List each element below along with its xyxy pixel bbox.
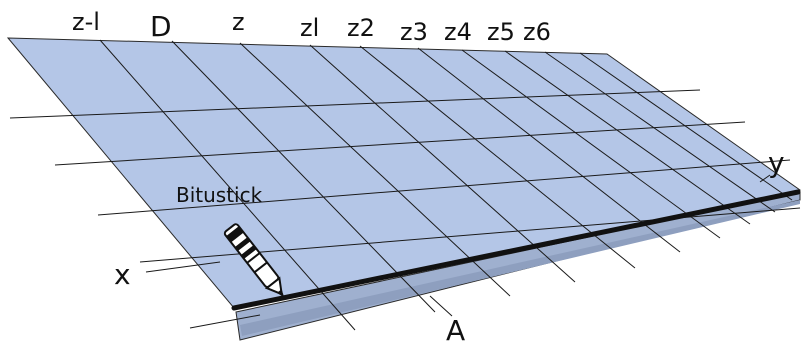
- grid-col-line: [544, 51, 776, 213]
- grid-col-line: [504, 50, 751, 225]
- y-leader-line: [759, 174, 771, 183]
- bitustick-icon: [223, 223, 285, 298]
- grid-col-line: [461, 49, 721, 239]
- grid-row-line: [9, 89, 701, 119]
- grid-row-line: [54, 121, 746, 166]
- col-label-z6: z6: [523, 18, 551, 46]
- grid-lines: [9, 39, 801, 331]
- a-leader-line: [429, 295, 453, 317]
- grid-col-line: [99, 39, 356, 331]
- col-label-z3: z3: [400, 18, 428, 46]
- x-leader-line: [145, 261, 221, 273]
- grid-col-line: [417, 47, 681, 253]
- bitumen-bead: [231, 189, 801, 311]
- tool-label: Bitustick: [176, 183, 263, 207]
- grid-row-line: [189, 314, 261, 329]
- col-label-z5: z5: [487, 18, 515, 46]
- grid-col-line: [359, 45, 636, 269]
- col-label-z1: zl: [300, 14, 319, 42]
- label-a: A: [446, 314, 465, 346]
- grid-col-line: [239, 42, 511, 297]
- grid-row-line: [97, 159, 791, 216]
- col-label-z-minus-1: z-l: [72, 8, 100, 36]
- roof-sheet: [6, 37, 801, 309]
- grid-col-line: [309, 44, 576, 283]
- axis-label-y: y: [768, 146, 785, 179]
- grid-col-line: [579, 52, 793, 201]
- sheet-underside-shadow: [240, 200, 800, 336]
- col-label-z4: z4: [444, 18, 472, 46]
- col-label-z2: z2: [347, 14, 375, 42]
- col-label-d: D: [150, 10, 172, 43]
- grid-col-line: [171, 40, 436, 313]
- col-label-z: z: [232, 8, 245, 36]
- axis-label-x: x: [114, 258, 131, 291]
